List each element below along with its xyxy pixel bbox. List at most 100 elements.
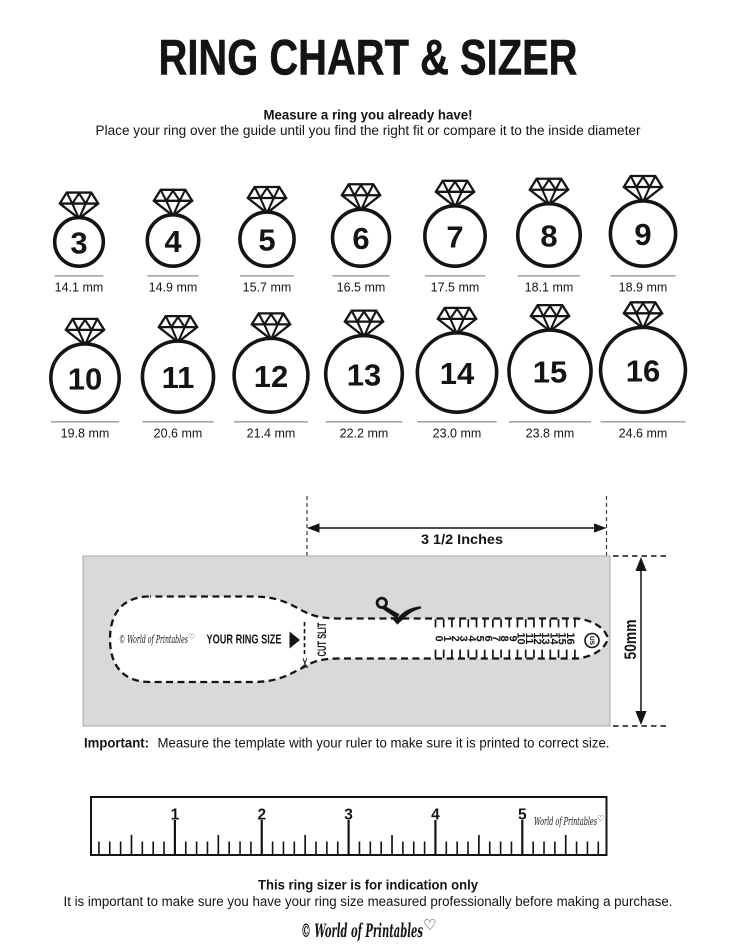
ring-icon: 15 23.8 mm (507, 303, 593, 441)
diamond-icon (343, 309, 385, 339)
diamond-facets (350, 309, 378, 338)
ring-diameter-label: 14.1 mm (55, 281, 104, 295)
scale-number: 8 (498, 635, 510, 641)
ring-size-number: 15 (533, 355, 567, 390)
diamond-facets (71, 317, 99, 346)
diamond-icon (528, 177, 570, 207)
ring-diameter-label: 15.7 mm (243, 281, 292, 295)
scale-number: 15 (556, 632, 568, 644)
diamond-facets (443, 306, 471, 335)
ring-size-number: 14 (440, 356, 475, 391)
diamond-outline (157, 314, 199, 344)
ring-size-number: 7 (446, 220, 463, 255)
ring-band-circle (515, 201, 583, 268)
ring-band-circle (608, 199, 678, 268)
ring-size-number: 11 (162, 360, 195, 395)
scale-number: 7 (490, 635, 502, 641)
scale-number: 9 (506, 635, 518, 641)
ring-size-number: 12 (254, 359, 288, 394)
diamond-outline (622, 174, 664, 204)
ring-band-circle (145, 212, 201, 268)
ring-diameter-label: 23.0 mm (433, 427, 482, 441)
diamond-facets (441, 179, 469, 208)
footer-bold-line: This ring sizer is for indication only (258, 878, 478, 893)
scale-number: 16 (564, 632, 576, 644)
ring-size-number: 8 (540, 218, 557, 253)
diamond-facets (347, 183, 375, 211)
important-note-bold: Important: (84, 736, 149, 751)
us-badge-label: US (588, 636, 595, 646)
diamond-outline (529, 303, 571, 333)
diamond-facets (65, 191, 93, 219)
ring-band-circle (507, 328, 593, 414)
diamond-outline (246, 185, 288, 215)
ring-size-number: 13 (347, 357, 381, 392)
ring-diameter-label: 17.5 mm (431, 281, 480, 295)
diamond-outline (436, 306, 478, 336)
small-scissors-icon: ✂ (298, 657, 314, 669)
sizer-cutout-shape (108, 595, 610, 684)
ring-band-circle (323, 333, 405, 414)
footer: This ring sizer is for indication only I… (64, 878, 673, 943)
arrow-right-icon (289, 631, 300, 649)
diamond-icon (529, 303, 571, 333)
diamond-facets (164, 315, 192, 343)
ring-size-number: 9 (634, 217, 651, 252)
height-guide-lines (613, 555, 670, 727)
width-dimension-label: 3 1/2 Inches (421, 531, 503, 547)
important-note-text: Measure the template with your ruler to … (158, 736, 610, 751)
scale-number: 12 (531, 632, 543, 644)
height-dimension-label: 50mm (622, 620, 640, 660)
ring-icon: 3 14.1 mm (52, 191, 106, 295)
important-note: Important: Measure the template with you… (84, 736, 610, 751)
ring-diameter-label: 21.4 mm (247, 427, 296, 441)
diamond-outline (622, 301, 664, 330)
ring-band-circle (49, 342, 121, 415)
diamond-outline (152, 188, 194, 218)
ring-band-circle (415, 331, 499, 415)
diamond-icon (157, 314, 199, 344)
diamond-facets (535, 177, 563, 206)
diamond-icon (58, 191, 100, 221)
ring-band-circle (232, 336, 310, 414)
diamond-facets (629, 174, 657, 203)
ring-diameter-label: 24.6 mm (619, 427, 668, 441)
ruler-number: 1 (171, 807, 180, 824)
ring-icon: 818.1 mm (515, 177, 583, 295)
ring-diameter-label: 18.9 mm (619, 281, 668, 295)
scale-number: 5 (474, 635, 486, 641)
diamond-facets (159, 188, 187, 217)
ruler-number: 2 (257, 807, 266, 824)
diamond-facets (536, 304, 564, 332)
ring-size-number: 4 (164, 224, 182, 259)
ring-icon: 14 23.0 mm (415, 306, 499, 441)
intro-heading: Measure a ring you already have! (264, 108, 473, 123)
ring-icon: 515.7 mm (238, 185, 296, 295)
ring-size-number: 6 (352, 221, 369, 256)
ring-icon: 9 18.9 mm (608, 174, 678, 295)
diamond-icon (250, 312, 292, 341)
diamond-icon (436, 306, 478, 336)
scissors-handle-ring (375, 596, 388, 609)
your-ring-size-label: YOUR RING SIZE (207, 633, 282, 647)
scale-number: 14 (547, 632, 559, 645)
ring-band-circle (598, 325, 688, 415)
ring-size-number: 3 (70, 225, 87, 260)
ruler-number: 5 (518, 807, 527, 824)
diamond-outline (343, 309, 385, 339)
ring-diameter-label: 20.6 mm (154, 427, 203, 441)
ring-sizer-template: 3 1/2 Inches 50mm ✂ © World of Printable… (82, 496, 670, 727)
diamond-icon (340, 183, 382, 212)
diamond-outline (64, 317, 106, 347)
ring-diameter-label: 23.8 mm (526, 427, 575, 441)
diamond-outline (528, 177, 570, 207)
diamond-outline (250, 312, 292, 341)
ring-band-circle (140, 339, 216, 415)
